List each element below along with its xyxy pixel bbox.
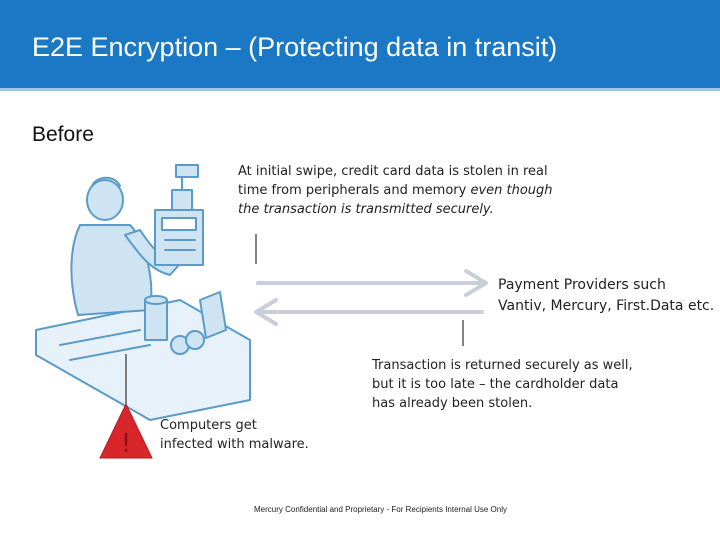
swipe-note: At initial swipe, credit card data is st… <box>238 162 568 219</box>
arrow-to-provider <box>258 271 486 295</box>
provider-note: Payment Providers such Vantiv, Mercury, … <box>498 275 720 317</box>
swipe-note-line2-italic: even though <box>466 183 552 198</box>
return-note-line2: but it is too late – the cardholder data <box>372 377 618 392</box>
swipe-note-line2: time from peripherals and memory <box>238 183 466 198</box>
warning-symbol: ! <box>121 429 131 459</box>
return-note-line3: has already been stolen. <box>372 396 532 411</box>
cashier-illustration <box>36 165 250 420</box>
malware-note-line2: infected with malware. <box>160 437 309 452</box>
provider-note-line2: Vantiv, Mercury, First.Data etc. <box>498 298 714 314</box>
malware-note-line1: Computers get <box>160 418 257 433</box>
swipe-note-line1: At initial swipe, credit card data is st… <box>238 164 548 179</box>
footer-confidential: Mercury Confidential and Proprietary - F… <box>254 505 507 514</box>
return-note: Transaction is returned securely as well… <box>372 356 662 413</box>
provider-note-line1: Payment Providers such <box>498 277 666 293</box>
arrow-from-provider <box>256 300 482 324</box>
swipe-note-line3: the transaction is transmitted securely. <box>238 202 494 217</box>
return-note-line1: Transaction is returned securely as well… <box>372 358 633 373</box>
malware-note: Computers get infected with malware. <box>160 416 330 454</box>
